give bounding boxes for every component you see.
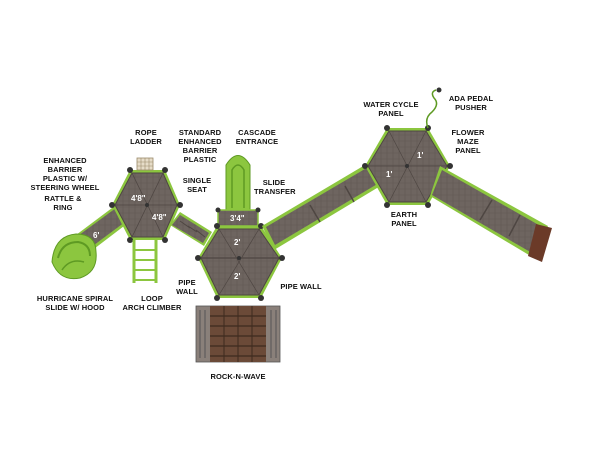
right-bridge — [262, 162, 382, 250]
label-rattle-ring: RATTLE & RING — [44, 194, 82, 212]
height-left-deck-bottom: 4'8" — [152, 213, 167, 222]
left-bridge — [170, 212, 212, 246]
label-enhanced-barrier: ENHANCED BARRIER PLASTIC W/ STEERING WHE… — [30, 156, 100, 192]
label-loop-arch: LOOP ARCH CLIMBER — [122, 294, 182, 312]
height-transfer: 3'4" — [230, 214, 245, 223]
left-hex-deck — [109, 167, 183, 243]
label-pipe-wall-left: PIPE WALL — [176, 278, 198, 296]
label-water-cycle: WATER CYCLE PANEL — [363, 100, 419, 118]
label-single-seat: SINGLE SEAT — [182, 176, 212, 194]
label-rope-ladder: ROPE LADDER — [130, 128, 162, 146]
label-rock-n-wave: ROCK-N-WAVE — [210, 372, 266, 381]
height-slide-platform: 6' — [93, 231, 99, 240]
label-ada-pedal: ADA PEDAL PUSHER — [448, 94, 494, 112]
slide-transfer-step — [215, 207, 261, 227]
height-right-deck-left: 1' — [386, 170, 392, 179]
height-center-deck-top: 2' — [234, 238, 240, 247]
right-hex-deck — [362, 125, 453, 208]
ada-pedal-pusher-graphic — [425, 87, 442, 129]
label-hurricane-spiral: HURRICANE SPIRAL SLIDE W/ HOOD — [36, 294, 114, 312]
label-slide-transfer: SLIDE TRANSFER — [254, 178, 296, 196]
label-standard-barrier: STANDARD ENHANCED BARRIER PLASTIC — [178, 128, 222, 164]
hurricane-spiral-slide-graphic — [51, 233, 97, 280]
descending-bridge — [430, 166, 552, 262]
loop-arch-climber-graphic — [132, 240, 158, 283]
height-center-deck-bottom: 2' — [234, 272, 240, 281]
label-pipe-wall-right: PIPE WALL — [280, 282, 322, 291]
height-right-deck-right: 1' — [417, 151, 423, 160]
height-left-deck-top: 4'8" — [131, 194, 146, 203]
rope-ladder-graphic — [136, 157, 154, 171]
label-cascade-entrance: CASCADE ENTRANCE — [235, 128, 279, 146]
rock-n-wave-graphic — [195, 305, 281, 363]
center-hex-deck — [195, 223, 285, 301]
label-flower-maze: FLOWER MAZE PANEL — [451, 128, 485, 155]
cascade-entrance-graphic — [225, 155, 251, 213]
label-earth-panel: EARTH PANEL — [390, 210, 418, 228]
